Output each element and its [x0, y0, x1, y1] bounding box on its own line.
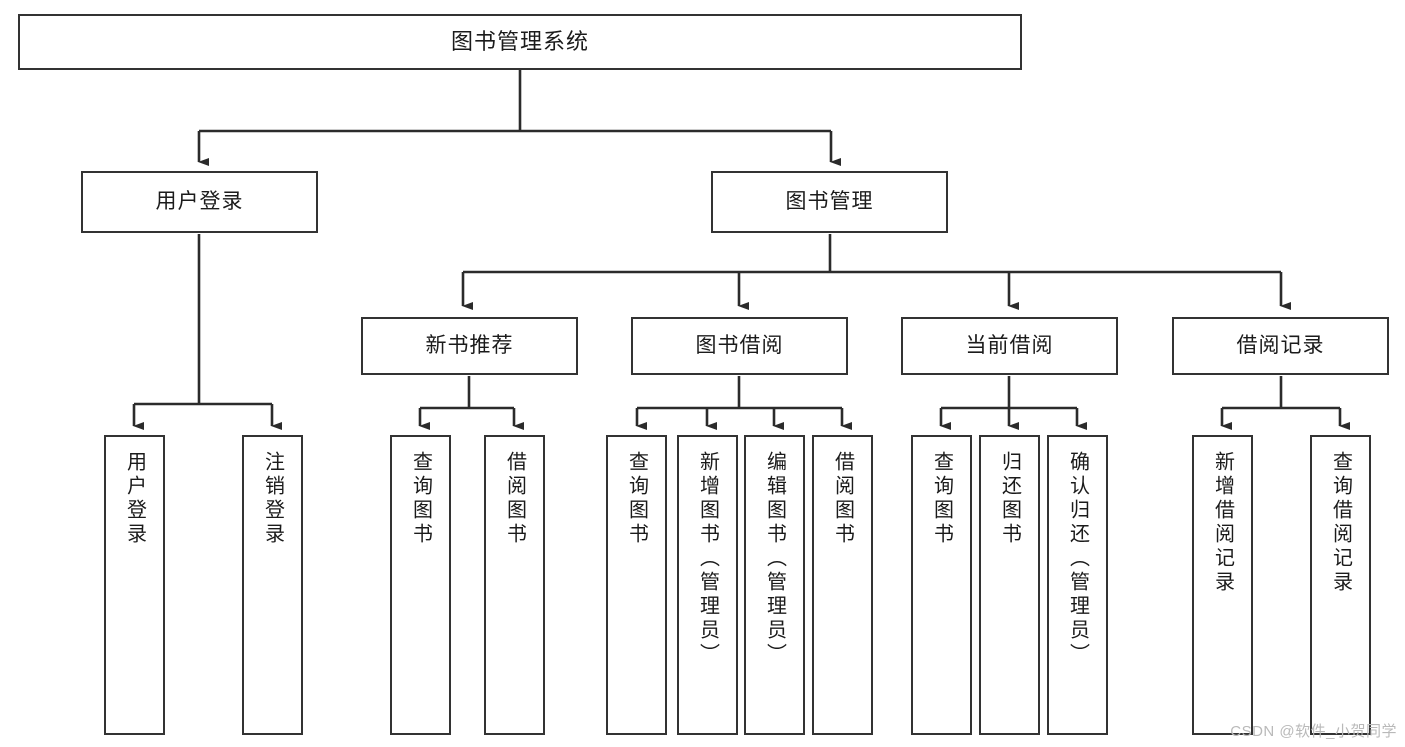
node-label: 新增图书（管理员）	[696, 451, 719, 667]
node-label: 新书推荐	[425, 333, 514, 357]
node-book-borrow[interactable]: 图书借阅	[631, 317, 848, 375]
leaf-return-book[interactable]: 归还图书	[979, 435, 1040, 735]
node-label: 新增借阅记录	[1211, 451, 1234, 595]
node-label: 查询图书	[409, 451, 432, 547]
leaf-add-borrow-record[interactable]: 新增借阅记录	[1192, 435, 1253, 735]
node-label: 当前借阅	[965, 333, 1054, 357]
node-root-book-management-system[interactable]: 图书管理系统	[18, 14, 1022, 70]
node-current-borrow[interactable]: 当前借阅	[901, 317, 1118, 375]
node-label: 借阅图书	[503, 451, 526, 547]
node-label: 借阅记录	[1236, 333, 1325, 357]
leaf-logout[interactable]: 注销登录	[242, 435, 303, 735]
leaf-borrow-book-new-book[interactable]: 借阅图书	[484, 435, 545, 735]
leaf-edit-book-admin[interactable]: 编辑图书（管理员）	[744, 435, 805, 735]
leaf-add-book-admin[interactable]: 新增图书（管理员）	[677, 435, 738, 735]
node-borrow-record[interactable]: 借阅记录	[1172, 317, 1389, 375]
node-book-management[interactable]: 图书管理	[711, 171, 948, 233]
node-label: 查询图书	[625, 451, 648, 547]
node-label: 确认归还（管理员）	[1066, 451, 1089, 667]
node-label: 编辑图书（管理员）	[763, 451, 786, 667]
node-label: 归还图书	[998, 451, 1021, 547]
node-label: 图书管理	[785, 189, 874, 213]
csdn-watermark: CSDN @软件_小贺同学	[1230, 723, 1397, 740]
leaf-query-book-borrow[interactable]: 查询图书	[606, 435, 667, 735]
node-label: 注销登录	[261, 451, 284, 547]
leaf-user-login[interactable]: 用户登录	[104, 435, 165, 735]
node-label: 查询借阅记录	[1329, 451, 1352, 595]
leaf-confirm-return-admin[interactable]: 确认归还（管理员）	[1047, 435, 1108, 735]
leaf-borrow-book-borrow[interactable]: 借阅图书	[812, 435, 873, 735]
node-user-login[interactable]: 用户登录	[81, 171, 318, 233]
node-label: 用户登录	[155, 189, 244, 213]
leaf-query-book-new-book[interactable]: 查询图书	[390, 435, 451, 735]
node-label: 图书借阅	[695, 333, 784, 357]
node-label: 用户登录	[123, 451, 146, 547]
node-label: 图书管理系统	[450, 29, 589, 55]
node-label: 借阅图书	[831, 451, 854, 547]
node-new-book-recommendation[interactable]: 新书推荐	[361, 317, 578, 375]
node-label: 查询图书	[930, 451, 953, 547]
leaf-query-book-current[interactable]: 查询图书	[911, 435, 972, 735]
leaf-query-borrow-record[interactable]: 查询借阅记录	[1310, 435, 1371, 735]
